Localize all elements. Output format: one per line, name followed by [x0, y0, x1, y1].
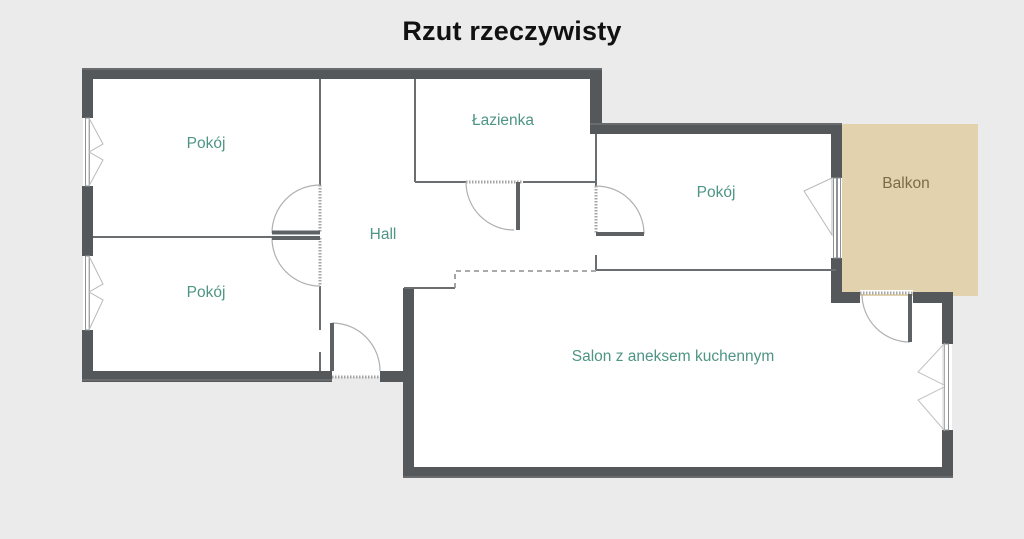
door-pokoj-bottom-left — [271, 236, 322, 287]
window-pokoj-bottom-left — [83, 255, 104, 331]
door-pokoj-top-left — [271, 184, 322, 235]
room-label-pokoj-top-left: Pokój — [187, 135, 226, 152]
door-opening — [860, 290, 913, 294]
wall-salon-left — [403, 288, 414, 478]
balcony-fill — [842, 124, 978, 296]
wall-bottom-left-b — [380, 371, 414, 382]
wall-hl-top-left — [82, 68, 602, 70]
wall-top-left-block — [82, 68, 602, 79]
window-sash-arc-upper — [917, 342, 945, 386]
wall-top-right-block — [590, 123, 842, 134]
door-balcony-salon — [860, 290, 913, 343]
door-opening — [332, 369, 380, 373]
page-title: Rzut rzeczywisty — [402, 16, 622, 46]
door-swing-arc — [861, 293, 911, 343]
wall-hl-bottom-left — [82, 379, 332, 381]
room-label-hall: Hall — [370, 226, 397, 243]
wall-bottom-salon — [403, 467, 953, 478]
door-leaf — [272, 236, 320, 240]
room-label-balkon: Balkon — [882, 175, 929, 192]
wall-salon-right-b — [942, 430, 953, 478]
window-sash-arc-lower — [917, 386, 945, 432]
window-balcony-door — [803, 177, 841, 259]
balcony-area — [842, 124, 978, 296]
wall-salon-right-a — [942, 292, 953, 344]
window-sash-arc — [803, 177, 833, 237]
window-frame-outer — [833, 177, 837, 259]
door-swing-arc — [465, 181, 515, 231]
room-fills — [92, 78, 942, 468]
hall-salon-opening — [454, 270, 596, 288]
wall-right-a — [831, 123, 842, 178]
door-swing-arc — [271, 184, 321, 234]
door-leaf — [330, 323, 334, 371]
room-label-pokoj-bottom-left: Pokój — [187, 284, 226, 301]
window-sash-arc-upper — [88, 117, 104, 153]
door-leaf — [272, 230, 320, 235]
exterior-walls — [82, 68, 953, 478]
wall-right-b — [831, 258, 842, 303]
wall-balcony-under-a — [842, 292, 860, 303]
room-label-lazienka: Łazienka — [472, 112, 534, 129]
window-sash-arc-upper — [88, 255, 104, 293]
door-swing-arc — [271, 237, 321, 287]
window-frame-inner — [837, 177, 841, 259]
door-swing-arc — [331, 322, 381, 372]
dashed-boundary-path — [454, 270, 596, 288]
door-swing-arc — [595, 185, 645, 235]
door-pokoj-right — [594, 185, 645, 236]
door-leaf — [596, 232, 644, 236]
door-leaf — [516, 182, 520, 230]
window-sash-arc-lower — [88, 291, 104, 331]
room-labels: Pokój Pokój Hall Łazienka Pokój Salon z … — [187, 112, 930, 365]
wall-left-b — [82, 186, 93, 256]
wall-left-c — [82, 330, 93, 382]
wall-hl-bottom-salon — [403, 476, 953, 478]
wall-highlights — [82, 68, 953, 478]
wall-hl-top-right — [590, 123, 842, 125]
door-leaf — [908, 294, 912, 342]
door-lazienka — [465, 180, 523, 231]
window-sash-arc-lower — [88, 151, 104, 187]
wall-balcony-under-b — [913, 292, 953, 303]
door-entry-hall — [330, 322, 381, 379]
wall-bottom-left-a — [82, 371, 332, 382]
window-frame — [944, 343, 949, 431]
window-salon-right — [917, 342, 952, 432]
wall-left-a — [82, 68, 93, 118]
room-label-salon: Salon z aneksem kuchennym — [572, 348, 774, 365]
room-fill-salon — [414, 288, 942, 468]
wall-lazienka-right-edge — [590, 68, 602, 134]
room-label-pokoj-right: Pokój — [697, 184, 736, 201]
window-pokoj-top-left — [83, 117, 104, 187]
